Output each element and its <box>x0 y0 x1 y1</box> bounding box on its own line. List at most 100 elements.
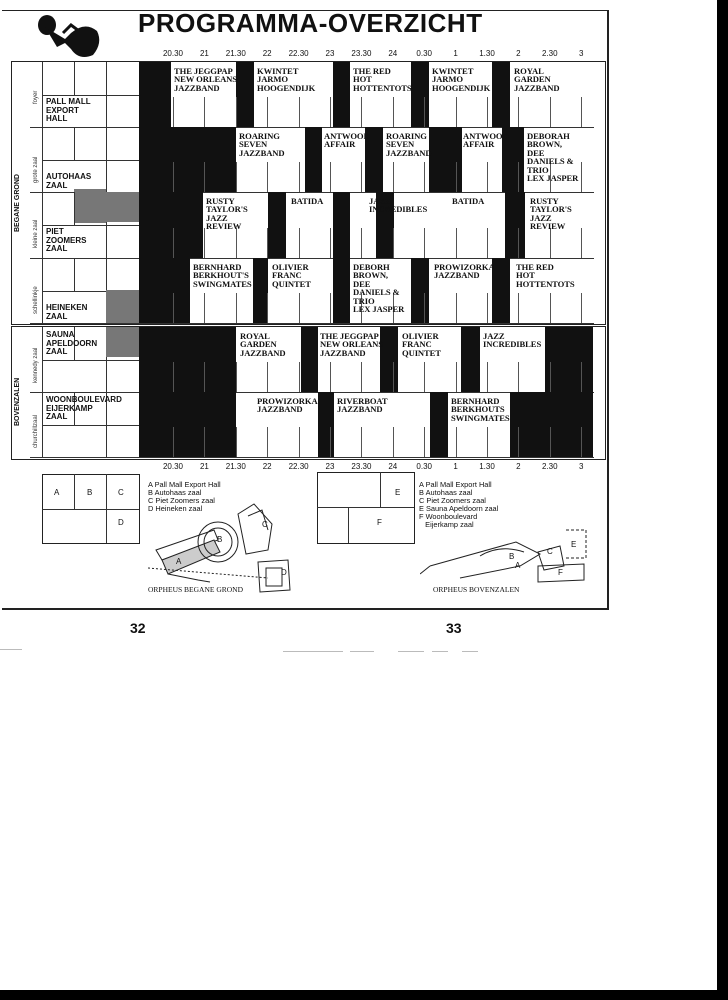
time-label: 2 <box>516 462 521 471</box>
act-name: ROARING SEVEN JAZZBAND <box>239 131 285 158</box>
time-label: 3 <box>578 462 584 471</box>
room-sublabel: foyer <box>33 90 39 104</box>
act-name: BERNHARD BERKHOUTS SWINGMATES <box>451 396 510 423</box>
time-label: 22.30 <box>288 49 309 58</box>
plan-letter-b: B <box>87 488 93 497</box>
break-block <box>333 192 350 258</box>
act-name: THE JEGGPAP NEW ORLEANS JAZZBAND <box>320 331 383 358</box>
time-label: 23 <box>325 49 335 58</box>
break-block <box>139 192 203 258</box>
time-label: 24 <box>388 49 398 58</box>
legend-ground-text: A Pall Mall Export Hall B Autohaas zaal … <box>148 480 221 513</box>
page-number-right: 33 <box>446 620 462 636</box>
act-name: JAZZ INCREDIBLES <box>483 331 542 350</box>
scan-edge-bottom <box>0 990 728 1000</box>
section-label-begane-grond: BEGANE GROND <box>14 174 21 232</box>
act-name: OLIVIER FRANC QUINTET <box>402 331 441 358</box>
break-block <box>510 392 593 457</box>
break-block <box>301 327 318 392</box>
act-name: ROARING SEVEN JAZZBAND <box>386 131 432 158</box>
act-name: ROYAL GARDEN JAZZBAND <box>514 66 560 93</box>
break-block <box>461 327 480 392</box>
caption-bovenzalen: ORPHEUS BOVENZALEN <box>433 585 520 594</box>
room-photo <box>106 290 139 323</box>
time-label: 1 <box>453 462 458 471</box>
room-sublabel: kennedy zaal <box>33 347 39 383</box>
time-label: 23.30 <box>351 462 372 471</box>
act-name: KWINTET JARMO HOOGENDIJK <box>257 66 316 93</box>
time-label: 1.30 <box>479 49 495 58</box>
caption-begane-grond: ORPHEUS BEGANE GROND <box>148 585 244 594</box>
time-label: 23 <box>325 462 335 471</box>
room-photo <box>74 189 106 223</box>
room-name: PALL MALL EXPORT HALL <box>46 97 91 123</box>
break-block <box>492 258 510 323</box>
scan-edge-right <box>717 0 728 990</box>
break-block <box>139 127 236 192</box>
room-name: PIET ZOOMERS ZAAL <box>46 227 87 253</box>
act-name: RUSTY TAYLOR'S JAZZ REVIEW <box>530 196 572 232</box>
break-block <box>139 62 171 127</box>
trumpet-logo <box>38 15 100 57</box>
act-name: RUSTY TAYLOR'S JAZZ REVIEW <box>206 196 248 232</box>
floorplan-upper-drawing <box>420 529 587 583</box>
break-block <box>139 258 190 323</box>
section-label-bovenzalen: BOVENZALEN <box>14 377 21 426</box>
plan-letter-a: A <box>54 488 60 497</box>
break-block <box>305 127 322 192</box>
room-sublabel: grote zaal <box>33 156 39 183</box>
room-sublabel: schellinkje <box>33 286 39 314</box>
plan-grid-upper <box>317 472 415 544</box>
break-block <box>318 392 334 457</box>
break-block <box>139 327 236 392</box>
break-block <box>411 258 429 323</box>
act-name: THE JEGGPAP NEW ORLEANS JAZZBAND <box>174 66 237 93</box>
act-name: BATIDA <box>291 196 324 206</box>
break-block <box>236 62 254 127</box>
act-name: JAZZ INCREDIBLES <box>369 196 428 215</box>
time-label: 22.30 <box>288 462 309 471</box>
act-name: BERNHARD BERKHOUT'S SWINGMATES <box>193 262 252 289</box>
break-block <box>268 192 286 258</box>
room-name: SAUNA APELDOORN ZAAL <box>46 330 98 356</box>
time-label: 20.30 <box>162 462 184 471</box>
act-name: ROYAL GARDEN JAZZBAND <box>240 331 286 358</box>
act-name: ANTWOOD AFFAIR <box>324 131 370 150</box>
time-label: 0.30 <box>416 462 432 471</box>
break-block <box>492 62 510 127</box>
time-label: 22 <box>262 462 272 471</box>
page-number-left: 32 <box>130 620 146 636</box>
act-name: THE RED HOT HOTTENTOTS <box>516 262 575 289</box>
break-block <box>411 62 429 127</box>
act-name: BATIDA <box>452 196 485 206</box>
break-block <box>253 258 268 323</box>
room-name: HEINEKEN ZAAL <box>46 303 88 321</box>
legend-upper-text: A Pall Mall Export Hall B Autohaas zaal … <box>419 480 499 529</box>
break-block <box>333 258 350 323</box>
time-label: 3 <box>578 49 584 58</box>
time-label: 21.30 <box>225 462 246 471</box>
break-block <box>429 127 462 192</box>
time-label: 20.30 <box>162 49 184 58</box>
time-label: 24 <box>388 462 398 471</box>
break-block <box>376 192 394 258</box>
plan-letter-f: F <box>377 518 382 527</box>
time-label: 2.30 <box>542 462 558 471</box>
time-label: 23.30 <box>351 49 372 58</box>
time-label: 0.30 <box>416 49 432 58</box>
act-name: THE RED HOT HOTTENTOTS <box>353 66 412 93</box>
break-block <box>505 192 525 258</box>
act-name: ANTWOOD AFFAIR <box>463 131 509 150</box>
room-sublabel: kleine zaal <box>33 219 39 248</box>
floorplan-ground-drawing <box>148 503 291 593</box>
plan-letter-e: E <box>395 488 401 497</box>
act-name: PROWIZORKA JAZZBAND <box>257 396 318 415</box>
page-title: PROGRAMMA-OVERZICHT <box>138 8 483 38</box>
time-label: 21 <box>199 49 209 58</box>
break-block <box>365 127 383 192</box>
time-label: 21.30 <box>225 49 246 58</box>
time-label: 22 <box>262 49 272 58</box>
time-label: 2 <box>516 49 521 58</box>
plan-letter-c: C <box>118 488 124 497</box>
act-name: DEBORH BROWN, DEE DANIELS & TRIO LEX JAS… <box>353 262 405 315</box>
